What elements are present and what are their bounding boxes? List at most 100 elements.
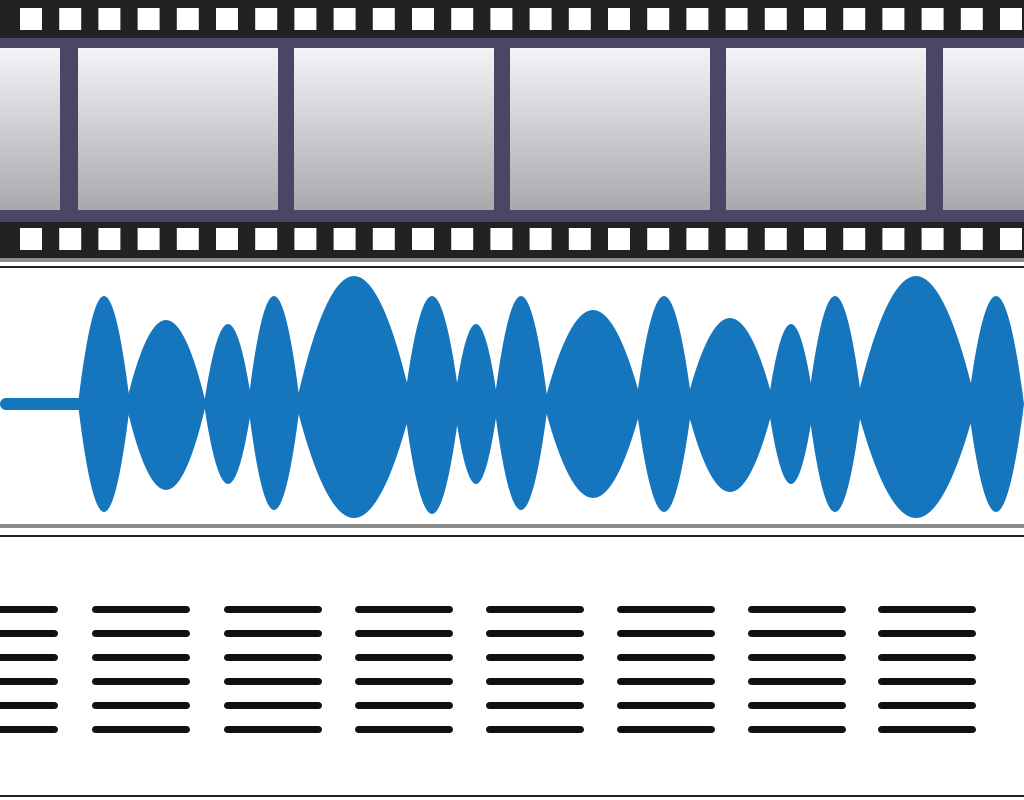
sprocket-hole-bottom xyxy=(647,228,670,250)
film-frame xyxy=(78,48,278,210)
waveform-lobe xyxy=(494,296,548,510)
sprocket-hole-bottom xyxy=(960,228,983,250)
sprocket-hole-top xyxy=(451,8,474,30)
sprocket-hole-top xyxy=(921,8,944,30)
subtitle-line xyxy=(748,654,846,661)
track-border-bottom xyxy=(0,535,1024,537)
sprocket-hole-bottom xyxy=(451,228,474,250)
subtitle-line xyxy=(92,726,190,733)
waveform-lobe xyxy=(808,296,862,512)
track-border-top xyxy=(0,266,1024,268)
waveform-lobe xyxy=(454,324,498,484)
sprocket-hole-top xyxy=(804,8,826,30)
waveform-lobe xyxy=(404,296,460,514)
track-border-bottom xyxy=(0,795,1024,797)
sprocket-hole-bottom xyxy=(568,228,591,250)
subtitle-line xyxy=(0,630,58,637)
subtitle-line xyxy=(486,630,584,637)
waveform-lobe xyxy=(126,320,206,490)
sprocket-hole-top xyxy=(137,8,160,30)
sprocket-hole-top xyxy=(372,8,395,30)
waveform-lobe xyxy=(686,318,774,492)
subtitle-line xyxy=(355,654,453,661)
subtitle-line xyxy=(486,702,584,709)
subtitle-line xyxy=(486,654,584,661)
sprocket-hole-bottom xyxy=(529,228,552,250)
sprocket-hole-bottom xyxy=(333,228,356,250)
sprocket-hole-bottom xyxy=(764,228,787,250)
subtitle-line xyxy=(92,654,190,661)
subtitle-line xyxy=(617,678,715,685)
sprocket-hole-bottom xyxy=(490,228,513,250)
sprocket-hole-top xyxy=(568,8,591,30)
subtitle-line xyxy=(355,606,453,613)
subtitle-line xyxy=(748,678,846,685)
sprocket-hole-bottom xyxy=(686,228,709,250)
sprocket-hole-top xyxy=(59,8,82,30)
sprocket-hole-top xyxy=(1000,8,1022,30)
subtitle-line xyxy=(878,630,976,637)
waveform-lobe xyxy=(544,310,642,498)
film-frame xyxy=(510,48,710,210)
sprocket-hole-top xyxy=(960,8,983,30)
subtitle-line xyxy=(878,654,976,661)
subtitle-line xyxy=(617,654,715,661)
sprocket-hole-top xyxy=(843,8,866,30)
subtitle-line xyxy=(355,678,453,685)
subtitle-line xyxy=(486,726,584,733)
waveform-lobe xyxy=(296,276,412,518)
sprocket-hole-bottom xyxy=(882,228,905,250)
audio-waveform-icon xyxy=(0,266,1024,537)
sprocket-hole-top xyxy=(412,8,434,30)
waveform-lobe xyxy=(204,324,252,484)
waveform-lead-line xyxy=(0,398,84,410)
sprocket-hole-bottom xyxy=(137,228,160,250)
subtitle-line xyxy=(878,678,976,685)
sprocket-hole-top xyxy=(647,8,670,30)
track-border-bottom-gray xyxy=(0,524,1024,528)
subtitle-line xyxy=(0,726,58,733)
subtitle-line xyxy=(617,702,715,709)
subtitle-line xyxy=(878,726,976,733)
sprocket-hole-top xyxy=(882,8,905,30)
waveform-lobe xyxy=(78,296,130,512)
sprocket-hole-top xyxy=(686,8,709,30)
subtitle-line xyxy=(92,678,190,685)
waveform-lobe xyxy=(248,296,300,510)
text-lines-icon xyxy=(0,606,1024,797)
sprocket-hole-bottom xyxy=(255,228,278,250)
subtitle-line xyxy=(224,630,322,637)
sprocket-hole-top xyxy=(98,8,121,30)
subtitle-line xyxy=(0,678,58,685)
sprocket-hole-top xyxy=(216,8,238,30)
sprocket-hole-top xyxy=(490,8,513,30)
subtitle-line xyxy=(0,606,58,613)
sprocket-hole-top xyxy=(725,8,748,30)
film-strip-icon xyxy=(0,0,1024,262)
film-frame xyxy=(943,48,1024,210)
film-frame xyxy=(294,48,494,210)
subtitle-line xyxy=(748,702,846,709)
subtitle-line xyxy=(0,654,58,661)
sprocket-hole-bottom xyxy=(843,228,866,250)
waveform-lobe xyxy=(968,296,1024,512)
sprocket-hole-top xyxy=(294,8,317,30)
sprocket-hole-bottom xyxy=(1000,228,1022,250)
sprocket-hole-bottom xyxy=(412,228,434,250)
sprocket-hole-bottom xyxy=(804,228,826,250)
subtitle-line xyxy=(486,606,584,613)
subtitle-line xyxy=(355,702,453,709)
sprocket-hole-bottom xyxy=(216,228,238,250)
track-separator xyxy=(0,258,1024,262)
subtitle-line xyxy=(878,606,976,613)
subtitle-line xyxy=(355,630,453,637)
sprocket-hole-bottom xyxy=(59,228,82,250)
video-track xyxy=(0,0,1024,262)
subtitle-line xyxy=(92,702,190,709)
sprocket-hole-top xyxy=(20,8,42,30)
sprocket-hole-top xyxy=(764,8,787,30)
subtitle-line xyxy=(617,606,715,613)
subtitle-line xyxy=(617,726,715,733)
subtitle-line xyxy=(224,654,322,661)
sprocket-hole-top xyxy=(255,8,278,30)
